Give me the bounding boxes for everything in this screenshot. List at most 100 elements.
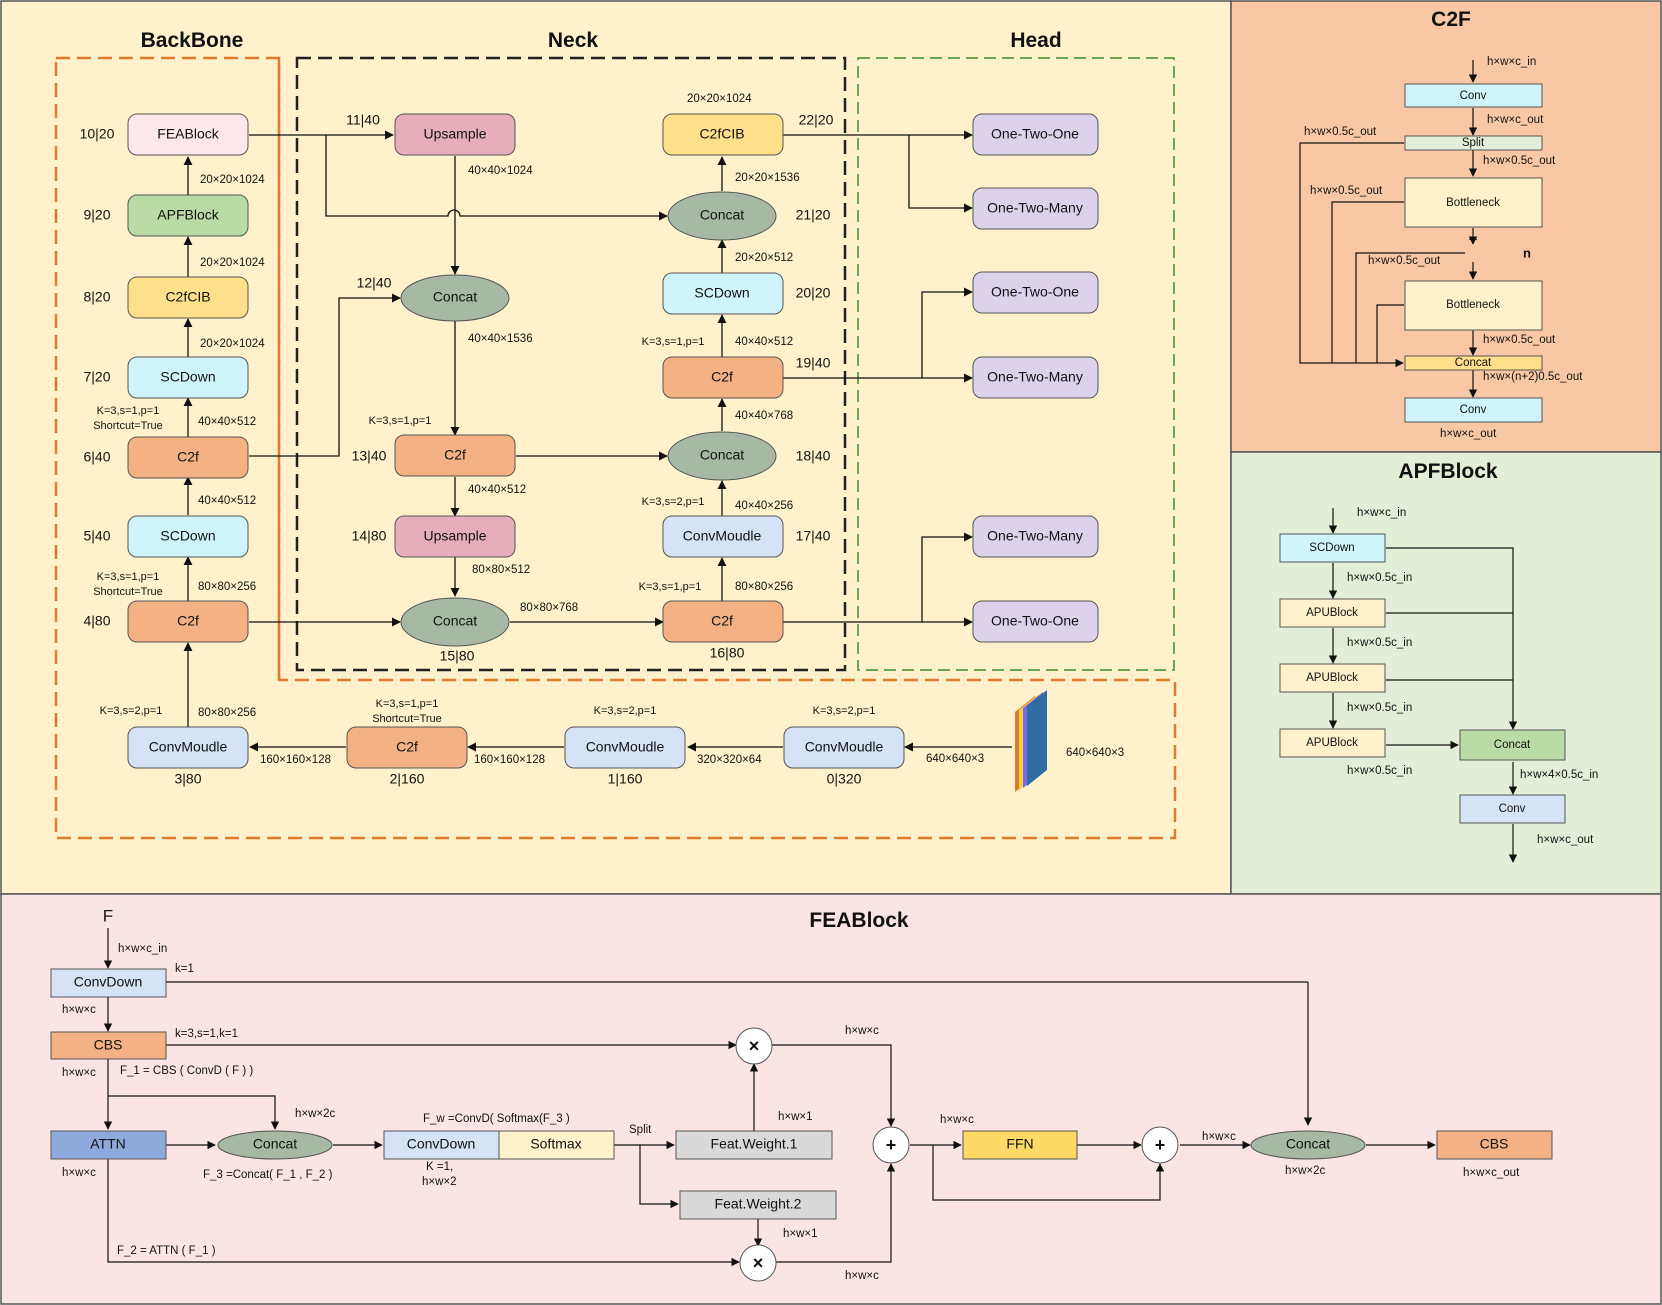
backbone-title: BackBone	[141, 29, 244, 52]
neck-frame	[295, 56, 847, 672]
label-c2f-6: C2f	[177, 449, 199, 465]
block-c2fcib-22	[662, 113, 784, 156]
block-convmoudle-17	[662, 515, 784, 558]
c2f-tensor-label: h×w×0.5c_out	[1368, 255, 1441, 267]
fea-convdown-1	[50, 968, 167, 998]
apf-scdown	[1279, 533, 1386, 563]
label-upsample-14: Upsample	[423, 528, 486, 544]
c2f-tensor-label: h×w×0.5c_out	[1310, 185, 1383, 197]
block-scdown-5	[127, 515, 249, 558]
block-scdown-20	[662, 272, 784, 315]
fea-cbs-label: CBS	[94, 1037, 123, 1053]
layer-4: 4|80	[84, 613, 111, 629]
plus-icon: +	[886, 1135, 897, 1155]
block-c2f-4	[127, 600, 249, 643]
fea-concat-label: Concat	[253, 1136, 297, 1152]
fea-tensor-label: h×w×c	[62, 1167, 96, 1179]
block-feablock	[127, 113, 249, 156]
fea-tensor-label: h×w×2c	[295, 1108, 336, 1120]
apf-tensor-label: h×w×0.5c_in	[1347, 572, 1412, 584]
layer-19: 19|40	[796, 355, 831, 371]
apf-conv	[1459, 794, 1566, 824]
dim-label: 20×20×1024	[687, 93, 752, 105]
block-concat-18	[667, 431, 777, 481]
fea-featweight-1-label: Feat.Weight.1	[711, 1136, 798, 1152]
fea-convdown-2	[383, 1130, 500, 1160]
block-c2f-6	[127, 436, 249, 479]
input-image-stack	[1015, 690, 1047, 792]
block-c2f-13	[394, 434, 516, 477]
dim-label: 40×40×256	[735, 500, 793, 512]
apf-scdown-label: SCDown	[1309, 542, 1354, 554]
fea-tensor-label: k=1	[175, 963, 194, 975]
label-scdown-7: SCDown	[160, 369, 215, 385]
c2f-tensor-label: h×w×c_out	[1487, 114, 1544, 126]
label-c2fcib-22: C2fCIB	[699, 126, 744, 142]
dim-label: 80×80×256	[198, 707, 256, 719]
c2f-conv-label: Conv	[1460, 404, 1487, 416]
fea-tensor-label: k=3,s=1,k=1	[175, 1028, 238, 1040]
layer-1: 1|160	[608, 771, 643, 787]
apf-apublock-label: APUBlock	[1306, 672, 1358, 684]
fea-tensor-label: h×w×1	[783, 1228, 818, 1240]
param-label: Shortcut=True	[372, 713, 442, 725]
fea-tensor-label: h×w×2	[422, 1176, 457, 1188]
dim-label: 80×80×256	[735, 581, 793, 593]
block-concat-21	[667, 191, 777, 241]
label-convmoudle-17: ConvMoudle	[683, 528, 762, 544]
apf-tensor-label: h×w×c_in	[1357, 507, 1406, 519]
fea-ffn-label: FFN	[1006, 1136, 1033, 1152]
param-label: K=3,s=1,p=1	[376, 698, 439, 710]
dim-label: 160×160×128	[474, 754, 545, 766]
apf-apublock-label: APUBlock	[1306, 607, 1358, 619]
block-concat-12	[400, 274, 510, 322]
apf-apublock-3	[1279, 728, 1386, 758]
label-c2f-19: C2f	[711, 369, 733, 385]
layer-3: 3|80	[175, 771, 202, 787]
fea-add-2	[1141, 1126, 1179, 1164]
block-scdown-7	[127, 356, 249, 399]
layer-5: 5|40	[84, 528, 111, 544]
param-label: K=3,s=2,p=1	[594, 705, 657, 717]
fea-tensor-label: F_1 = CBS ( ConvD ( F ) )	[120, 1065, 253, 1077]
fea-tensor-label: h×w×c	[62, 1004, 96, 1016]
fea-tensor-label: F_w =ConvD( Softmax(F_3 )	[423, 1113, 570, 1125]
head-one-two-one-1	[972, 113, 1099, 156]
label-upsample-11: Upsample	[423, 126, 486, 142]
label-head-6: One-Two-One	[991, 613, 1079, 629]
fea-concat-label: Concat	[1286, 1136, 1330, 1152]
fea-tensor-label: K =1,	[426, 1161, 453, 1173]
label-c2f-13: C2f	[444, 447, 466, 463]
dim-label: 20×20×1024	[200, 257, 265, 269]
dim-label: 80×80×768	[520, 602, 578, 614]
dim-label: 40×40×512	[198, 416, 256, 428]
c2f-n-label: n	[1523, 245, 1531, 260]
apf-tensor-label: h×w×0.5c_in	[1347, 637, 1412, 649]
fea-attn	[50, 1130, 167, 1160]
label-feablock: FEABlock	[157, 126, 219, 142]
fea-featweight-1	[675, 1130, 833, 1160]
layer-6: 6|40	[84, 449, 111, 465]
fea-title: FEABlock	[809, 909, 909, 932]
c2f-tensor-label: h×w×(n+2)0.5c_out	[1483, 371, 1583, 383]
fea-panel	[0, 893, 1662, 1305]
apf-concat	[1459, 729, 1566, 761]
c2f-split	[1404, 135, 1543, 151]
param-label: K=3,s=1,p=1	[642, 336, 705, 348]
layer-18: 18|40	[796, 448, 831, 464]
fea-cbs-label: CBS	[1480, 1136, 1509, 1152]
fea-add-1	[872, 1126, 910, 1164]
param-label: K=3,s=2,p=1	[100, 705, 163, 717]
label-c2fcib-8: C2fCIB	[165, 289, 210, 305]
dim-label: 20×20×1024	[200, 338, 265, 350]
param-label: Shortcut=True	[93, 420, 163, 432]
layer-14: 14|80	[352, 528, 387, 544]
c2f-split-label: Split	[1462, 137, 1485, 149]
c2f-tensor-label: h×w×c_out	[1440, 428, 1497, 440]
c2f-tensor-label: h×w×0.5c_out	[1483, 155, 1556, 167]
c2f-bottleneck-2	[1404, 280, 1543, 331]
layer-22: 22|20	[799, 112, 834, 128]
block-convmoudle-3	[127, 726, 249, 769]
dim-label: 80×80×256	[198, 581, 256, 593]
